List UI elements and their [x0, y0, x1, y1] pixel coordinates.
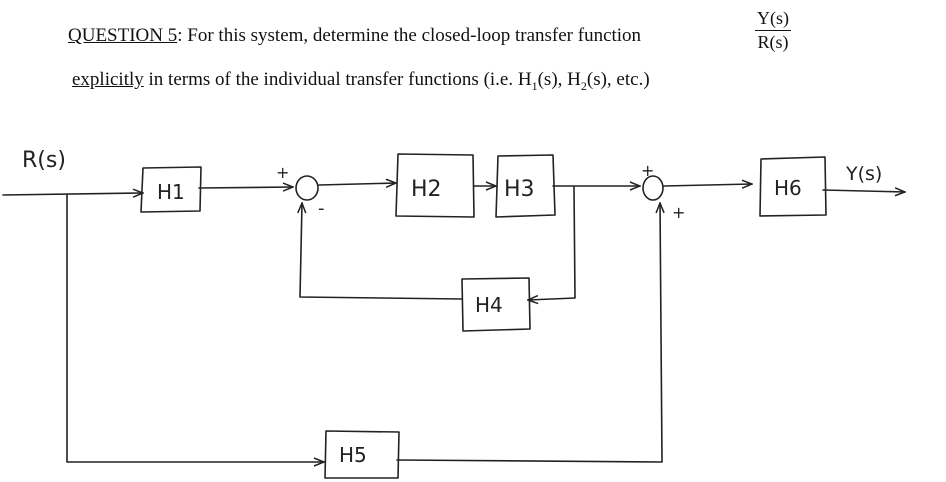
block-h5 [324, 430, 400, 479]
block-h1 [140, 166, 202, 213]
sum1-top-sign: + [276, 163, 289, 182]
summing-junction-1 [295, 175, 319, 201]
input-signal-line [2, 193, 143, 195]
block-h4-label: H4 [475, 293, 503, 317]
feedforward-line-to-sum2 [396, 203, 662, 463]
block-h1-label: H1 [157, 180, 185, 204]
sum2-bottom-sign: + [672, 203, 685, 222]
block-h3 [495, 154, 556, 218]
sum2-to-h6-line [663, 184, 752, 186]
block-h6 [759, 156, 827, 217]
emphasis-word: explicitly [72, 69, 144, 90]
question-label: QUESTION 5 [68, 25, 178, 46]
transfer-function-fraction: Y(s) R(s) [755, 8, 791, 53]
question-line-2: explicitly in terms of the individual tr… [72, 69, 650, 94]
feedforward-line-to-h5 [66, 194, 324, 462]
subscript-1: 1 [531, 78, 538, 93]
subscript-2: 2 [580, 78, 587, 93]
question-line-2-text: in terms of the individual transfer func… [143, 69, 532, 90]
output-signal-line [822, 190, 905, 192]
question-line-2-tail: (s), etc.) [586, 69, 650, 90]
feedback-line-to-h4 [528, 186, 576, 300]
block-h3-label: H3 [504, 177, 535, 202]
fraction-numerator: Y(s) [755, 8, 791, 31]
sum2-top-sign: + [641, 161, 654, 180]
question-line-1: QUESTION 5: For this system, determine t… [68, 25, 641, 47]
block-h6-label: H6 [774, 176, 802, 200]
question-line-2-mid: (s), H [537, 69, 581, 90]
input-label: R(s) [22, 148, 66, 173]
output-label: Y(s) [845, 163, 882, 185]
sum1-to-h2-line [318, 183, 396, 185]
h1-to-sum1-line [198, 187, 293, 188]
sum1-bottom-sign: - [318, 198, 325, 219]
block-h2-label: H2 [411, 177, 442, 202]
feedback-line-to-sum1 [300, 203, 463, 300]
block-h5-label: H5 [339, 443, 367, 467]
summing-junction-2 [642, 175, 664, 201]
question-line-1-text: : For this system, determine the closed-… [177, 25, 642, 46]
block-h2 [395, 153, 475, 218]
block-h4 [461, 277, 531, 332]
fraction-denominator: R(s) [757, 32, 789, 52]
